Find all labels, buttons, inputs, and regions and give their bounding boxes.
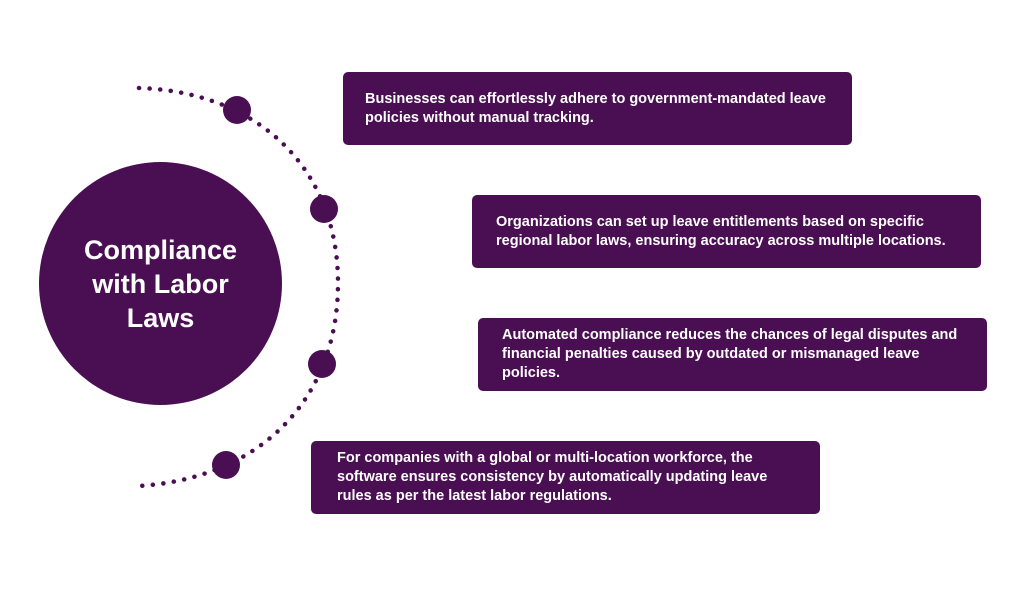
point-card-1: Businesses can effortlessly adhere to go… [343,72,852,145]
point-card-4: For companies with a global or multi-loc… [311,441,820,514]
arc-node-3 [308,350,336,378]
point-text: Organizations can set up leave entitleme… [496,213,946,249]
hub-title: Compliance with Labor Laws [83,234,238,333]
point-card-2: Organizations can set up leave entitleme… [472,195,981,268]
hub-circle: Compliance with Labor Laws [39,162,282,405]
point-text: Automated compliance reduces the chances… [502,327,958,381]
arc-node-1 [223,96,251,124]
point-text: For companies with a global or multi-loc… [337,450,768,504]
arc-node-2 [310,195,338,223]
arc-node-4 [212,451,240,479]
point-card-3: Automated compliance reduces the chances… [478,318,987,391]
point-text: Businesses can effortlessly adhere to go… [365,90,826,126]
